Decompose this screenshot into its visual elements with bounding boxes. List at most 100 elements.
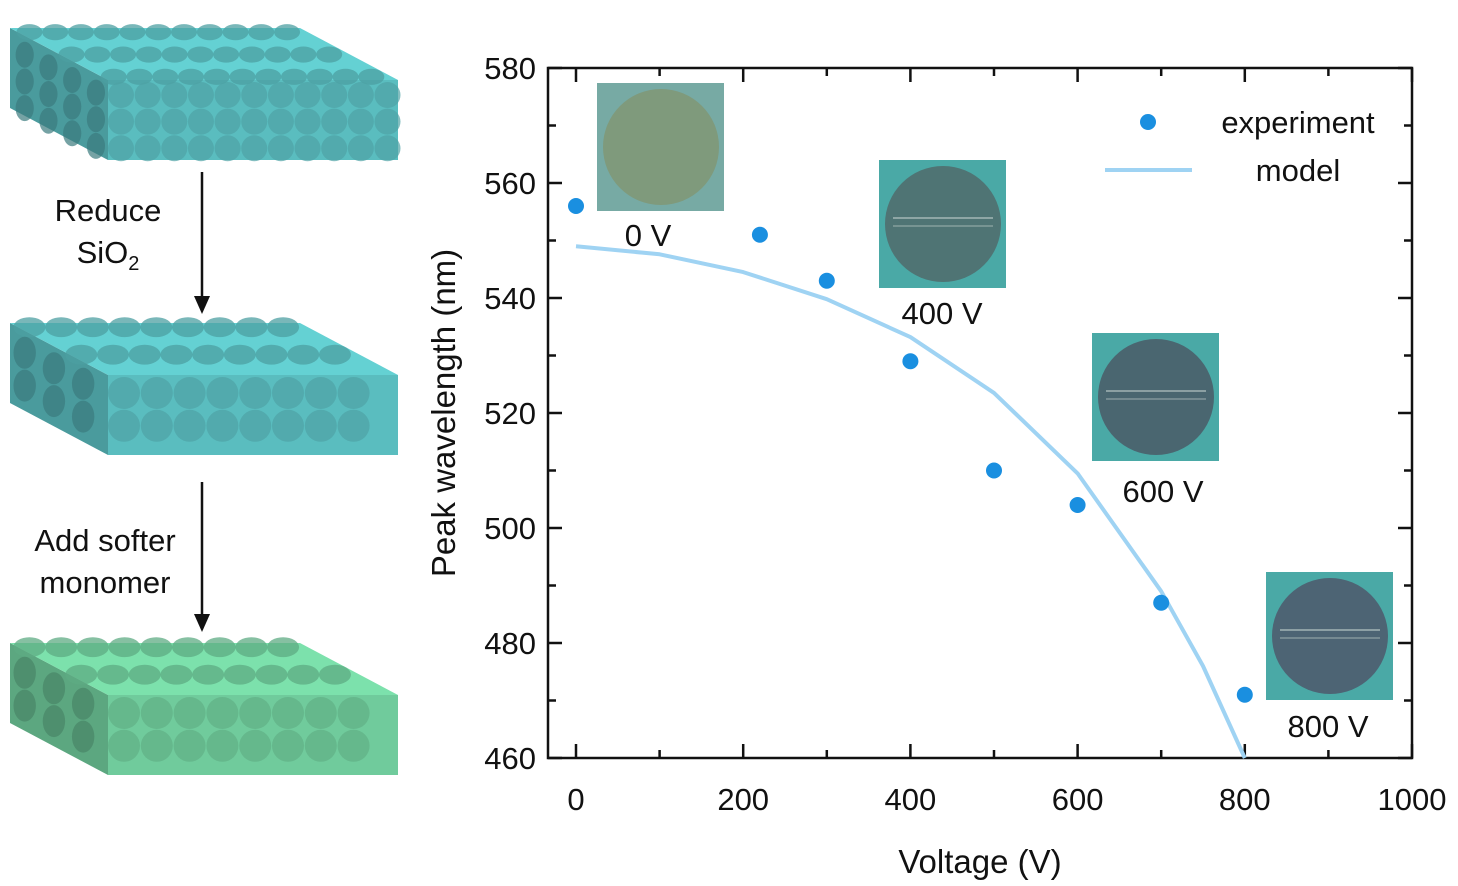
sphere [316, 46, 343, 63]
y-axis-ticks [548, 66, 1412, 760]
slab-reduced-sio2 [10, 317, 398, 455]
y-tick-label: 540 [484, 281, 536, 316]
sphere [203, 637, 236, 658]
sphere [152, 68, 179, 85]
sphere [161, 46, 188, 63]
sphere [223, 344, 256, 365]
sphere [63, 93, 82, 120]
sphere [294, 108, 321, 135]
sphere [321, 135, 348, 162]
experiment-point [1069, 497, 1086, 513]
step-label-sio2: SiO2 [76, 234, 140, 276]
sphere [140, 317, 173, 338]
sphere [290, 46, 317, 63]
sphere [161, 82, 188, 108]
sphere [15, 68, 34, 95]
sphere [374, 82, 401, 108]
sphere [337, 377, 370, 409]
sphere [71, 687, 95, 720]
sphere [235, 317, 268, 338]
sphere [347, 82, 374, 108]
sphere [223, 664, 256, 685]
sphere [267, 82, 294, 108]
sphere [13, 336, 36, 369]
sphere [173, 409, 206, 442]
inset-disc [603, 89, 719, 205]
sphere [214, 135, 241, 162]
sphere [239, 409, 272, 442]
sphere [318, 344, 351, 365]
sphere [318, 664, 351, 685]
sphere [161, 135, 188, 162]
sphere [267, 108, 294, 135]
series-experiment [568, 198, 1253, 703]
sphere [15, 41, 34, 68]
sphere [93, 24, 120, 41]
inset-label: 400 V [901, 296, 982, 331]
step-label-reduce-sio2: Reduce SiO2 [38, 190, 178, 278]
sphere [71, 400, 95, 433]
sphere [140, 697, 173, 729]
down-arrow-1 [194, 172, 210, 314]
sphere [206, 697, 239, 729]
inset-label: 0 V [625, 218, 672, 253]
sphere [171, 317, 204, 338]
slab-left-face [10, 28, 108, 160]
sphere [255, 68, 282, 85]
sphere [173, 377, 206, 409]
sphere [134, 135, 161, 162]
sphere [239, 377, 272, 409]
sphere [272, 409, 304, 442]
sphere [241, 135, 268, 162]
sphere [108, 729, 140, 762]
sphere [45, 637, 78, 658]
sphere [160, 344, 193, 365]
sphere [206, 729, 239, 762]
legend-label-experiment: experiment [1221, 105, 1375, 140]
sphere [86, 106, 106, 133]
sphere [108, 135, 134, 162]
legend: experiment model [1105, 105, 1375, 188]
slab-original [10, 24, 401, 162]
sphere [16, 24, 43, 41]
sphere [347, 108, 374, 135]
sphere [203, 68, 230, 85]
x-tick-label: 400 [885, 782, 937, 817]
sphere [42, 705, 66, 738]
sphere [321, 82, 348, 108]
sphere [272, 697, 304, 729]
sphere [140, 637, 173, 658]
y-tick-label: 500 [484, 511, 536, 546]
sphere [192, 664, 225, 685]
sphere [65, 344, 98, 365]
sphere [192, 344, 225, 365]
x-tick-label: 200 [717, 782, 769, 817]
sphere [135, 46, 162, 63]
y-tick-label: 460 [484, 741, 536, 776]
experiment-point [986, 462, 1002, 479]
sphere [229, 68, 256, 85]
sphere [84, 46, 111, 63]
experiment-point [751, 226, 768, 243]
down-arrow-2 [194, 482, 210, 632]
x-tick-label: 1000 [1378, 782, 1447, 817]
sphere [126, 68, 153, 85]
sphere [238, 46, 265, 63]
sphere [267, 637, 300, 658]
sphere [214, 108, 241, 135]
sphere [140, 377, 173, 409]
sphere [42, 352, 66, 385]
model-line [575, 244, 1247, 759]
sphere [63, 120, 82, 147]
sphere [76, 637, 109, 658]
y-tick-label: 560 [484, 166, 536, 201]
sphere [222, 24, 249, 41]
experiment-point [568, 198, 584, 214]
sphere [108, 317, 141, 338]
y-axis-label: Peak wavelength (nm) [425, 249, 462, 577]
sphere [15, 95, 34, 122]
y-tick-label: 580 [484, 51, 536, 86]
